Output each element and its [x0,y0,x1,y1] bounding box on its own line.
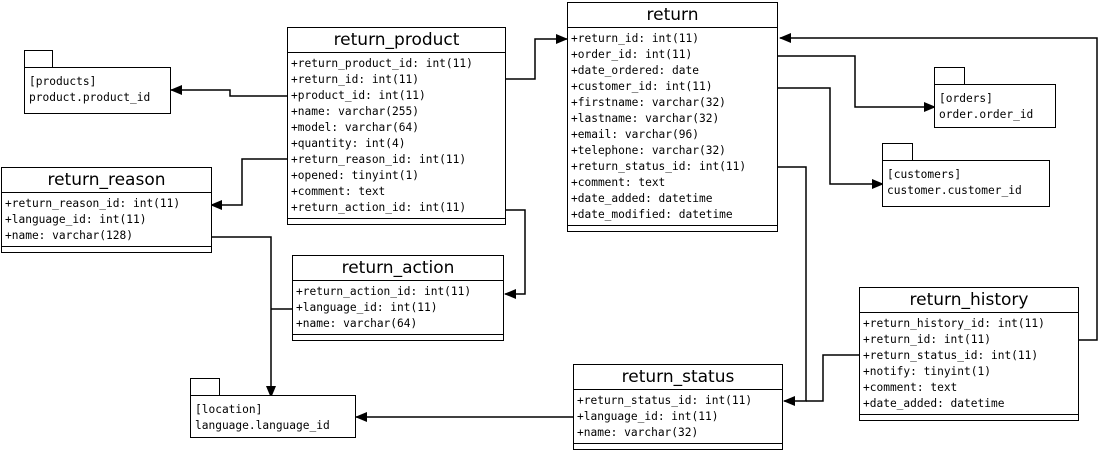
connector-return-product-to-return-reason [210,158,288,210]
package-body: [orders] order.order_id [934,84,1056,128]
connector-return-history-to-return [779,33,1098,341]
connector-return-product-to-return [505,34,568,80]
attribute-row: +return_product_id: int(11) [291,57,473,70]
attribute-row: +name: varchar(64) [296,317,418,330]
attribute-row: +product_id: int(11) [291,89,426,102]
connector-return-history-to-return-status [806,354,860,402]
attribute-row: +return_action_id: int(11) [296,285,472,298]
entity-title: return_product [288,28,505,53]
entity-title: return_status [574,365,782,390]
entity-return: return +return_id: int(11) +order_id: int… [567,2,778,232]
entity-title: return [568,3,777,28]
attribute-list: +return_id: int(11) +order_id: int(11) +da… [568,28,777,226]
attribute-row: +return_action_id: int(11) [291,201,467,214]
attribute-row: +return_status_id: int(11) [577,394,753,407]
package-label: [customers] [887,168,962,181]
attribute-row: +lastname: varchar(32) [571,112,720,125]
attribute-row: +return_id: int(11) [863,333,991,346]
entity-return-reason: return_reason +return_reason_id: int(11)… [1,167,212,253]
connector-return-to-return-status [778,166,807,406]
connector-return-reason-to-location [211,236,276,398]
attribute-row: +date_modified: datetime [571,208,733,221]
attribute-row: +customer_id: int(11) [571,80,713,93]
connector-return-product-to-return-action [504,209,526,299]
attribute-row: +return_reason_id: int(11) [291,153,467,166]
attribute-row: +date_ordered: date [571,64,699,77]
entity-title: return_history [860,288,1078,313]
connector-return-to-customers [778,87,884,189]
package-body: [location] language.language_id [190,395,356,438]
attribute-row: +email: varchar(96) [571,128,699,141]
package-ref: order.order_id [939,108,1034,121]
attribute-row: +return_history_id: int(11) [863,317,1045,330]
attribute-row: +comment: text [291,185,386,198]
operations-compartment [574,444,782,449]
attribute-row: +name: varchar(255) [291,105,419,118]
attribute-row: +date_added: datetime [571,192,713,205]
entity-return-history: return_history +return_history_id: int(1… [859,287,1079,421]
attribute-row: +firstname: varchar(32) [571,96,726,109]
package-tab [882,143,913,161]
package-label: [orders] [939,92,993,105]
operations-compartment [293,335,503,340]
attribute-list: +return_product_id: int(11) +return_id: i… [288,53,505,219]
attribute-row: +comment: text [863,381,958,394]
attribute-row: +telephone: varchar(32) [571,144,726,157]
attribute-row: +date_added: datetime [863,397,1005,410]
attribute-row: +return_id: int(11) [291,73,419,86]
package-label: [products] [29,75,97,88]
entity-return-product: return_product +return_product_id: int(1… [287,27,506,225]
package-tab [24,50,53,68]
operations-compartment [2,247,211,252]
operations-compartment [288,219,505,224]
connector-return-to-orders [778,55,936,112]
attribute-list: +return_action_id: int(11) +language_id: … [293,281,503,335]
attribute-row: +return_id: int(11) [571,32,699,45]
connector-return-product-to-products [170,85,288,97]
entity-title: return_reason [2,168,211,193]
attribute-row: +comment: text [571,176,666,189]
attribute-list: +return_reason_id: int(11) +language_id: … [2,193,211,247]
package-tab [190,378,220,396]
attribute-row: +model: varchar(64) [291,121,419,134]
package-ref: product.product_id [29,91,151,104]
attribute-row: +language_id: int(11) [5,213,147,226]
attribute-row: +return_status_id: int(11) [863,349,1039,362]
attribute-row: +opened: tinyint(1) [291,169,419,182]
attribute-row: +return_status_id: int(11) [571,160,747,173]
operations-compartment [860,415,1078,420]
attribute-list: +return_status_id: int(11) +language_id: … [574,390,782,444]
package-ref: customer.customer_id [887,184,1022,197]
attribute-row: +language_id: int(11) [577,410,719,423]
attribute-row: +name: varchar(32) [577,426,699,439]
operations-compartment [568,226,777,231]
attribute-row: +return_reason_id: int(11) [5,197,181,210]
entity-title: return_action [293,256,503,281]
entity-return-status: return_status +return_status_id: int(11)… [573,364,783,450]
package-body: [customers] customer.customer_id [882,160,1050,207]
package-body: [products] product.product_id [24,67,171,114]
package-ref: language.language_id [195,419,330,432]
package-tab [934,67,965,85]
attribute-row: +quantity: int(4) [291,137,406,150]
attribute-list: +return_history_id: int(11) +return_id: i… [860,313,1078,415]
attribute-row: +order_id: int(11) [571,48,693,61]
entity-return-action: return_action +return_action_id: int(11)… [292,255,504,341]
attribute-row: +notify: tinyint(1) [863,365,991,378]
package-label: [location] [195,403,263,416]
attribute-row: +language_id: int(11) [296,301,438,314]
attribute-row: +name: varchar(128) [5,229,133,242]
